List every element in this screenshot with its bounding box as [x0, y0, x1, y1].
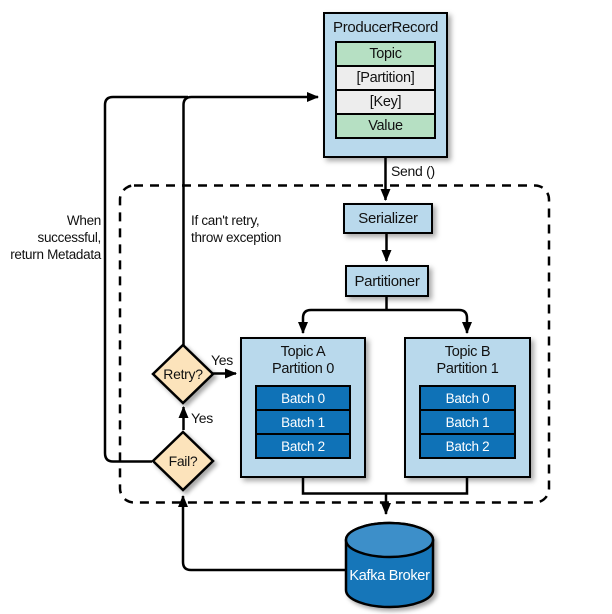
batch-row: Batch 1 [255, 409, 351, 435]
producer-record-box: ProducerRecord Topic [Partition] [Key] V… [323, 12, 448, 158]
note-if-cant-retry: If can't retry, throw exception [191, 212, 306, 246]
flow-line-to-topic-a [298, 308, 387, 334]
note-line: return Metadata [10, 247, 101, 262]
field-partition: [Partition] [335, 65, 436, 91]
retry-diamond-label: Retry? [163, 366, 203, 382]
topic-a-partition: Partition 0 [272, 361, 334, 377]
flow-line-partitions-merge [301, 478, 469, 495]
send-label: Send () [391, 163, 435, 179]
topic-a-title: Topic A Partition 0 [242, 339, 364, 378]
yes-label-retry: Yes [211, 352, 233, 368]
topic-b-name: Topic B [444, 344, 491, 360]
batch-row: Batch 0 [255, 385, 351, 411]
flow-line-return-metadata [103, 95, 188, 463]
batch-row: Batch 0 [419, 385, 516, 411]
topic-b-batches: Batch 0 Batch 1 Batch 2 [419, 385, 516, 459]
partitioner-label: Partitioner [354, 272, 420, 290]
cylinder-top [344, 521, 435, 559]
topic-b-partition: Partition 1 [436, 361, 499, 377]
flow-line-to-topic-b [386, 308, 472, 334]
fail-diamond-label: Fail? [168, 453, 198, 469]
note-line: throw exception [191, 230, 282, 245]
producer-record-title: ProducerRecord [332, 19, 439, 36]
field-value: Value [335, 113, 436, 139]
batch-row: Batch 2 [255, 433, 351, 459]
cylinder-body [344, 521, 435, 609]
flow-line-broker-to-fail [178, 495, 348, 572]
topic-b-partition-box: Topic B Partition 1 Batch 0 Batch 1 Batc… [404, 337, 531, 478]
topic-b-title: Topic B Partition 1 [406, 339, 529, 378]
field-topic: Topic [335, 41, 436, 67]
producer-record-fields: Topic [Partition] [Key] Value [335, 41, 436, 139]
note-when-successful: When successful, return Metadata [4, 212, 101, 263]
topic-a-batches: Batch 0 Batch 1 Batch 2 [255, 385, 351, 459]
topic-a-partition-box: Topic A Partition 0 Batch 0 Batch 1 Batc… [240, 337, 366, 478]
batch-row: Batch 2 [419, 433, 516, 459]
field-key: [Key] [335, 89, 436, 115]
kafka-broker-label: Kafka Broker [349, 568, 430, 584]
serializer-box: Serializer [343, 203, 433, 234]
batch-row: Batch 1 [419, 409, 516, 435]
note-line: When successful, [37, 213, 102, 245]
serializer-label: Serializer [358, 210, 418, 227]
yes-label-fail: Yes [191, 410, 213, 426]
note-line: If can't retry, [191, 213, 260, 228]
partitioner-box: Partitioner [345, 265, 429, 297]
kafka-broker-cylinder [344, 521, 435, 609]
topic-a-name: Topic A [280, 344, 326, 360]
